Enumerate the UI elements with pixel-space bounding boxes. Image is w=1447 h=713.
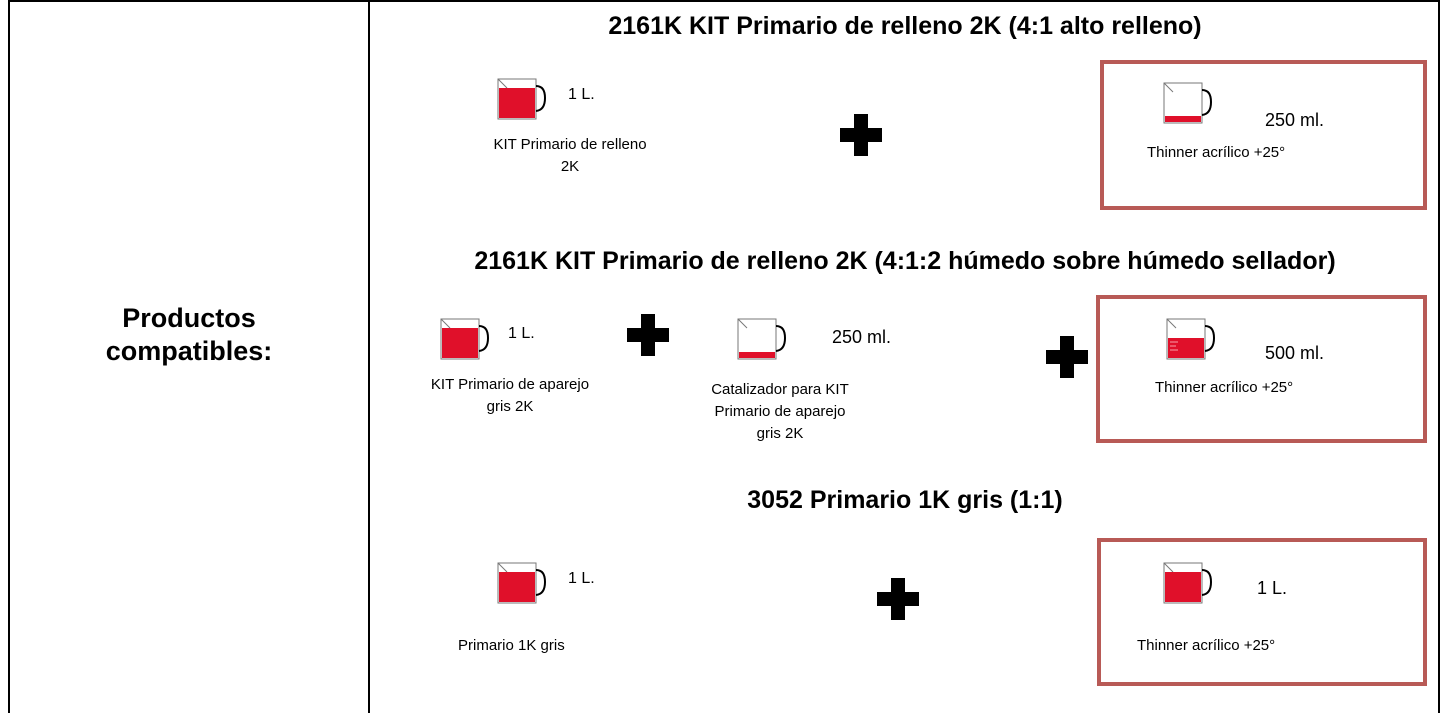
plus-icon (627, 314, 669, 356)
volume-label: 1 L. (568, 570, 595, 587)
compatible-products-label: Productos compatibles: (105, 303, 273, 366)
highlighted-product-box (1100, 60, 1427, 210)
product-name: Primario 1K gris (458, 637, 565, 654)
product-name: Thinner acrílico +25° (1137, 637, 1276, 654)
volume-label: 250 ml. (1265, 110, 1325, 130)
measuring-jug-full-icon (440, 318, 490, 360)
measuring-jug-full-icon (1163, 562, 1213, 604)
table-frame (8, 0, 1440, 713)
product-name: KIT Primario de aparejo gris 2K (430, 376, 590, 415)
section-3-title: 3052 Primario 1K gris (1:1) (747, 486, 1063, 514)
product-name: Thinner acrílico +25° (1155, 379, 1294, 396)
plus-icon (877, 578, 919, 620)
measuring-jug-low-icon (737, 318, 787, 360)
measuring-jug-half-icon (1166, 318, 1216, 360)
volume-label: 1 L. (568, 86, 595, 103)
product-name: Catalizador para KIT Primario de aparejo… (711, 381, 849, 442)
volume-label: 250 ml. (832, 327, 892, 347)
highlighted-product-box (1097, 538, 1427, 686)
measuring-jug-full-icon (497, 562, 547, 604)
column-divider (368, 0, 370, 713)
highlighted-product-box (1096, 295, 1427, 443)
plus-icon (1046, 336, 1088, 378)
section-2-title: 2161K KIT Primario de relleno 2K (4:1:2 … (474, 247, 1336, 275)
volume-label: 1 L. (1257, 578, 1288, 598)
product-name: Thinner acrílico +25° (1147, 144, 1286, 161)
measuring-jug-full-icon (497, 78, 547, 120)
plus-icon (840, 114, 882, 156)
section-1-title: 2161K KIT Primario de relleno 2K (4:1 al… (608, 12, 1202, 40)
product-name: KIT Primario de relleno 2K (493, 136, 647, 175)
measuring-jug-low-icon (1163, 82, 1213, 124)
volume-label: 1 L. (508, 325, 535, 342)
volume-label: 500 ml. (1265, 343, 1325, 363)
